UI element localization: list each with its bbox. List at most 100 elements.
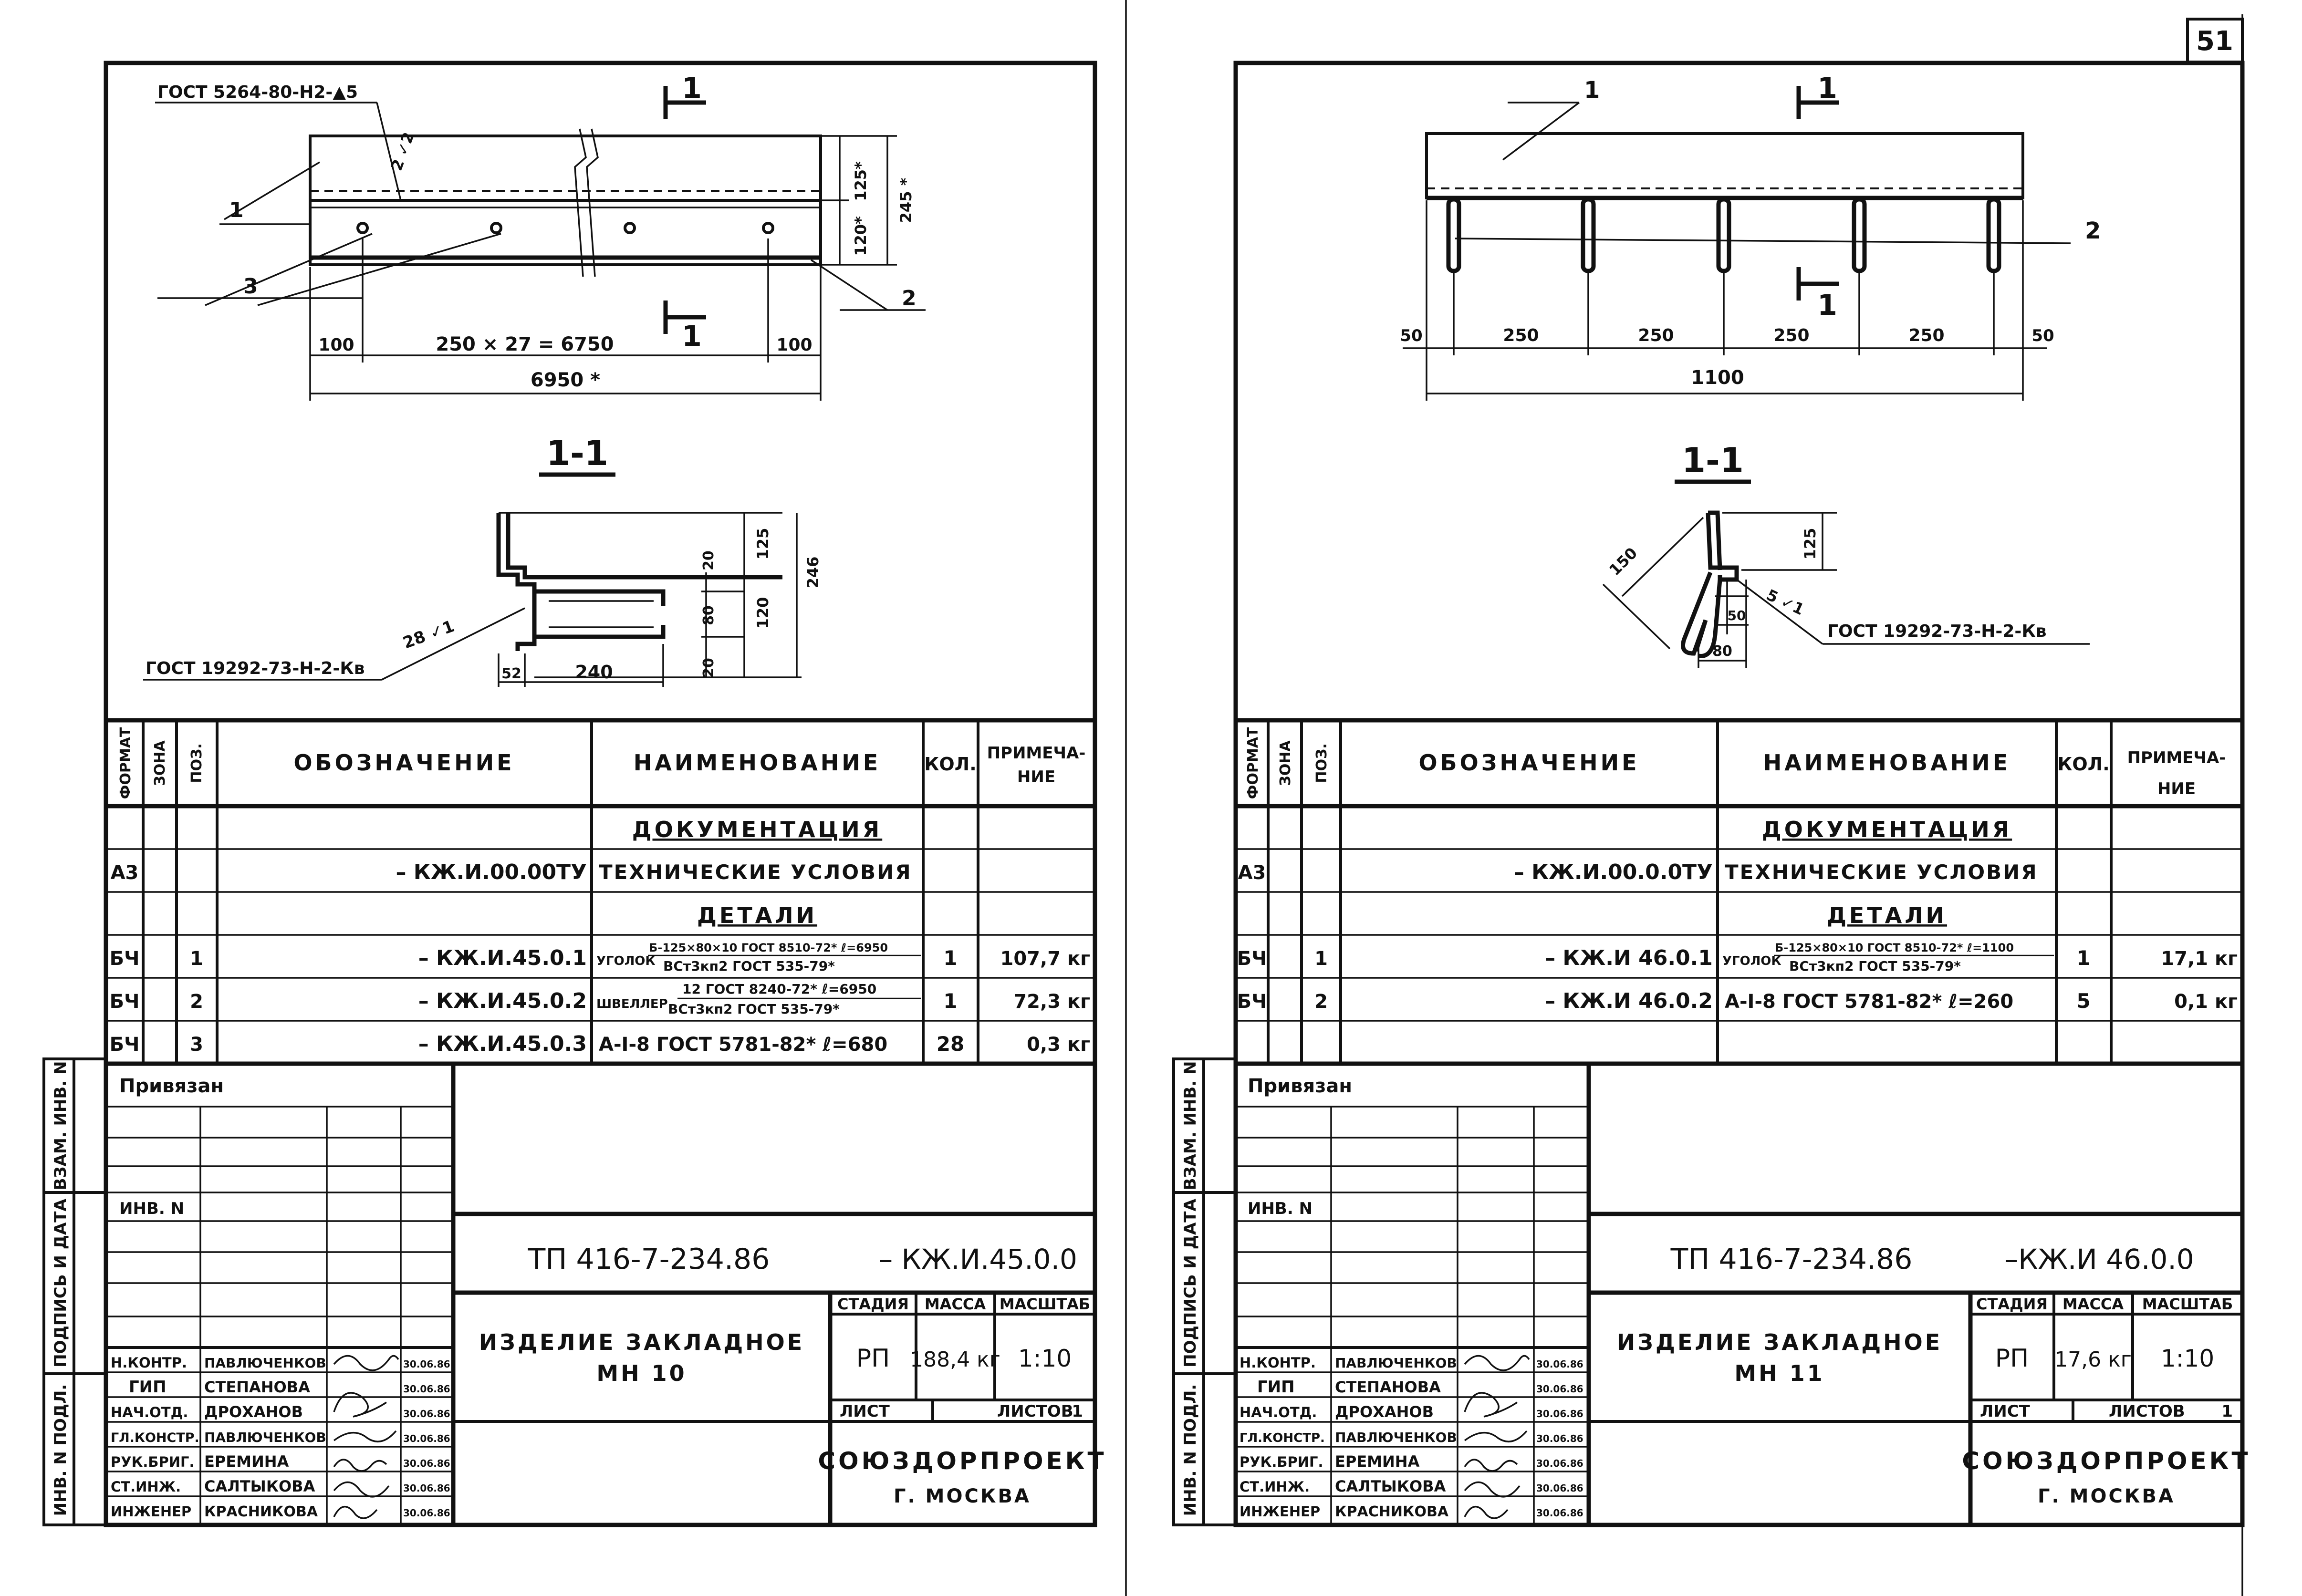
side-label-3b: ИНВ. N ПОДЛ. (1181, 1384, 1200, 1516)
section-mark-top: 1 (682, 72, 702, 105)
row5-pos: 3 (190, 1034, 203, 1056)
hdr-name-b: НАИМЕНОВАНИЕ (1763, 750, 2010, 776)
pos-label-2b: 2 (2085, 218, 2101, 244)
row-documentation-b: ДОКУМЕНТАЦИЯ (1762, 817, 2012, 842)
row3-name-bottom-b: ВСт3кп2 ГОСТ 535-79* (1789, 958, 1961, 974)
person-2b: СТЕПАНОВА (1335, 1378, 1441, 1396)
project-code-b: ТП 416-7-234.86 (1670, 1243, 1913, 1276)
person-7b: КРАСНИКОВА (1335, 1503, 1449, 1520)
section-mark-top-b: 1 (1817, 72, 1837, 105)
row4-note-b: 0,1 кг (2174, 991, 2238, 1013)
stage-header: СТАДИЯ (837, 1295, 909, 1313)
pos-label-3: 3 (243, 274, 258, 299)
sheet-2-signatures: Н.КОНТР. ГИП НАЧ.ОТД. ГЛ.КОНСТР. РУК.БРИ… (1240, 1355, 1583, 1520)
sheet-2-plan-view: 1 2 1 1 50 250 250 250 250 50 1100 (1400, 72, 2101, 401)
row4-format: БЧ (110, 991, 140, 1013)
hdr-note-2b: НИЕ (2157, 779, 2196, 798)
row1-name: ТЕХНИЧЕСКИЕ УСЛОВИЯ (599, 860, 912, 884)
row4-note: 72,3 кг (1013, 991, 1090, 1013)
row1-format: А3 (111, 862, 139, 884)
sheet-header: ЛИСТ (840, 1402, 890, 1421)
date-3: 30.06.86 (403, 1408, 450, 1420)
project-code: ТП 416-7-234.86 (528, 1243, 770, 1276)
row4-pos: 2 (190, 991, 203, 1013)
org-city: Г. МОСКВА (894, 1485, 1031, 1507)
date-6: 30.06.86 (403, 1482, 450, 1494)
mass-value: 188,4 кг (910, 1347, 1000, 1372)
role-4: ГЛ.КОНСТР. (111, 1430, 199, 1445)
date-4b: 30.06.86 (1536, 1433, 1583, 1444)
sheets-value-b: 1 (2221, 1402, 2233, 1421)
row4-name-top: 12 ГОСТ 8240-72* ℓ=6950 (682, 981, 876, 997)
row3-name-bottom: ВСт3кп2 ГОСТ 535-79* (663, 958, 835, 974)
dim-125: 125* (852, 161, 870, 201)
row4-name-b: A-I-8 ГОСТ 5781-82* ℓ=260 (1725, 991, 2013, 1013)
dim-100-left: 100 (318, 335, 354, 355)
sheets-header: ЛИСТОВ (997, 1402, 1073, 1421)
sheet-1: ВЗАМ. ИНВ. N ПОДПИСЬ И ДАТА ИНВ. N ПОДЛ. (42, 61, 1104, 1527)
doc-code: – КЖ.И.45.0.0 (879, 1243, 1077, 1275)
gost-weld-sec: ГОСТ 19292-73-Н-2-Кв (146, 659, 365, 678)
role-2: ГИП (129, 1378, 167, 1397)
row5-designation: – КЖ.И.45.0.3 (418, 1032, 587, 1056)
privyazan-label: Привязан (119, 1075, 224, 1097)
gost-weld-top: ГОСТ 5264-80-Н2-▲5 (157, 83, 358, 102)
scale-header-b: МАСШТАБ (2142, 1295, 2233, 1313)
sec-dim-120: 120 (754, 597, 772, 629)
row1-designation: – КЖ.И.00.00ТУ (396, 860, 587, 884)
dim-245: 245 * (897, 177, 915, 223)
row4-designation: – КЖ.И.45.0.2 (418, 989, 587, 1013)
sheet-1-signatures: Н.КОНТР. ГИП НАЧ.ОТД. ГЛ.КОНСТР. РУК.БРИ… (111, 1355, 450, 1520)
scale-header: МАСШТАБ (1000, 1295, 1091, 1313)
row5-format: БЧ (110, 1034, 140, 1056)
sheet-1-section-view: 1-1 125 120 246 20 80 20 (143, 433, 822, 687)
pos-label-2: 2 (902, 286, 917, 311)
sheet-2-signature-marks (1464, 1355, 1530, 1519)
row3-format-b: БЧ (1237, 948, 1267, 970)
row4-designation-b: – КЖ.И 46.0.2 (1545, 989, 1713, 1013)
row3-pos-b: 1 (1314, 948, 1328, 970)
row4-qty-b: 5 (2076, 989, 2090, 1013)
weld-label-sec-b: 5 ✓1 (1764, 586, 1807, 619)
privyazan-label-b: Привязан (1248, 1075, 1352, 1097)
person-5: ЕРЕМИНА (204, 1452, 289, 1471)
role-7: ИНЖЕНЕР (111, 1503, 191, 1520)
sheet-1-signature-marks (333, 1355, 399, 1519)
sec-dim-240: 240 (575, 662, 613, 683)
sec-dim-80-b: 80 (1712, 643, 1732, 660)
dim-50-left: 50 (1400, 326, 1422, 345)
side-label-1: ВЗАМ. ИНВ. N (51, 1061, 70, 1190)
stage-value: РП (856, 1344, 890, 1373)
dim-120: 120* (852, 216, 870, 256)
person-4b: ПАВЛЮЧЕНКОВ (1335, 1430, 1457, 1445)
role-5: РУК.БРИГ. (111, 1454, 194, 1470)
row3-designation-b: – КЖ.И 46.0.1 (1545, 946, 1713, 970)
item-name-2: МН 10 (596, 1360, 687, 1386)
hdr-format: ФОРМАТ (117, 727, 134, 799)
hdr-pos-b: ПОЗ. (1313, 743, 1330, 783)
mass-header-b: МАССА (2062, 1295, 2124, 1313)
row-details: ДЕТАЛИ (697, 902, 817, 928)
sheet-header-b: ЛИСТ (1980, 1402, 2031, 1421)
row3-pos: 1 (190, 948, 203, 970)
row4-qty: 1 (943, 989, 957, 1013)
sheet-2-spec-table: ФОРМАТ ЗОНА ПОЗ. ОБОЗНАЧЕНИЕ НАИМЕНОВАНИ… (1233, 718, 2245, 1066)
date-3b: 30.06.86 (1536, 1408, 1583, 1420)
weld-label-sec: 28 ✓1 (400, 617, 457, 653)
mass-header: МАССА (925, 1295, 986, 1313)
page-number: 51 (2196, 26, 2233, 57)
person-3b: ДРОХАНОВ (1335, 1403, 1434, 1421)
sec-dim-125-b: 125 (1801, 528, 1819, 560)
person-1b: ПАВЛЮЧЕНКОВ (1335, 1355, 1457, 1371)
date-1b: 30.06.86 (1536, 1358, 1583, 1370)
section-title-b: 1-1 (1682, 440, 1744, 480)
row1-designation-b: – КЖ.И.00.0.0ТУ (1514, 860, 1713, 884)
dim-total-b: 1100 (1691, 367, 1744, 389)
item-name-1: ИЗДЕЛИЕ ЗАКЛАДНОЕ (479, 1329, 804, 1355)
dim-250-3: 250 (1773, 326, 1809, 345)
row3-designation: – КЖ.И.45.0.1 (418, 946, 587, 970)
role-5b: РУК.БРИГ. (1240, 1454, 1323, 1470)
date-2b: 30.06.86 (1536, 1383, 1583, 1395)
role-3: НАЧ.ОТД. (111, 1404, 188, 1420)
role-1: Н.КОНТР. (111, 1355, 187, 1371)
